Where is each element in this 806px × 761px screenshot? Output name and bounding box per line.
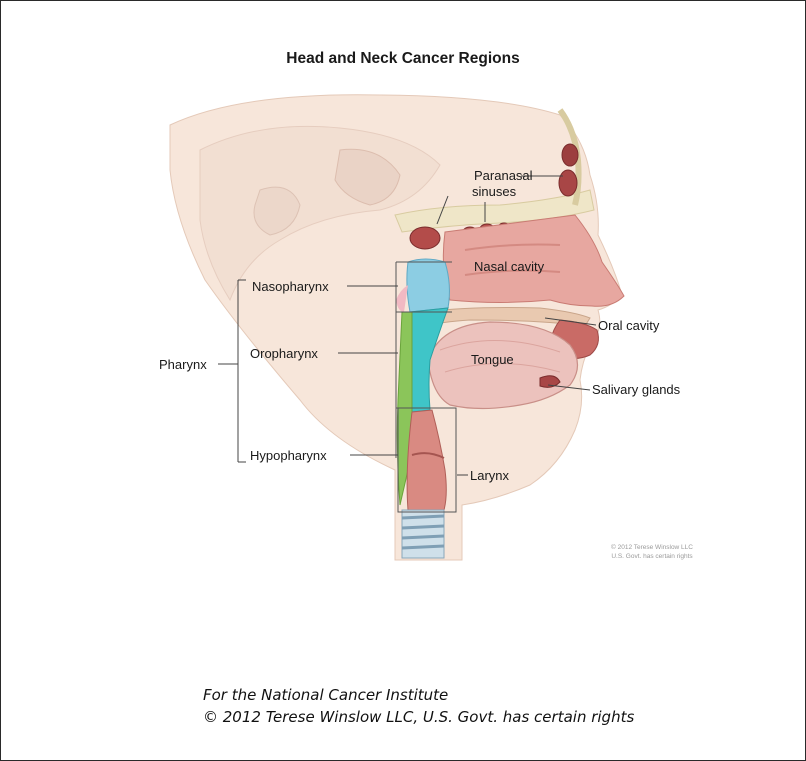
- watermark-line2: U.S. Govt. has certain rights: [611, 553, 693, 560]
- label-oropharynx: Oropharynx: [250, 346, 318, 361]
- label-nasopharynx: Nasopharynx: [252, 279, 329, 294]
- label-nasal-cavity: Nasal cavity: [474, 259, 545, 274]
- nasopharynx-region: [407, 259, 450, 312]
- label-hypopharynx: Hypopharynx: [250, 448, 327, 463]
- credit-line1: For the National Cancer Institute: [203, 686, 448, 704]
- label-sinuses: sinuses: [472, 184, 517, 199]
- diagram-title: Head and Neck Cancer Regions: [286, 50, 519, 67]
- trachea: [402, 510, 444, 558]
- label-oral-cavity: Oral cavity: [598, 318, 660, 333]
- label-tongue: Tongue: [471, 352, 514, 367]
- watermark-line1: © 2012 Terese Winslow LLC: [611, 543, 693, 551]
- label-pharynx: Pharynx: [159, 357, 207, 372]
- label-salivary-glands: Salivary glands: [592, 382, 681, 397]
- label-larynx: Larynx: [470, 468, 510, 483]
- label-paranasal: Paranasal: [474, 168, 533, 183]
- credit-line2: © 2012 Terese Winslow LLC, U.S. Govt. ha…: [203, 708, 634, 726]
